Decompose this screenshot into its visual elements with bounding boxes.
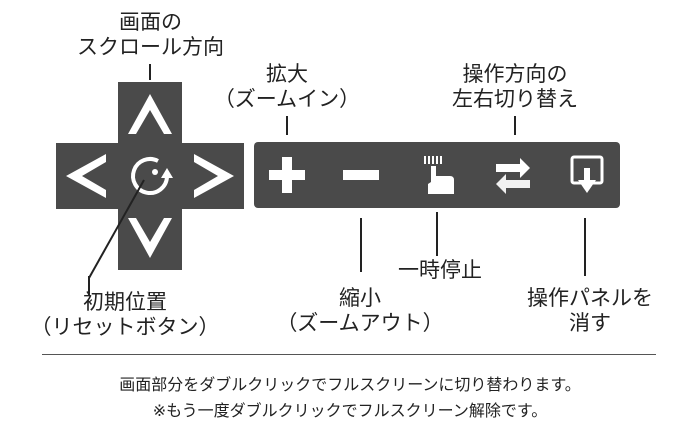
label-zoom-out: 縮小 （ズームアウト） <box>276 286 444 335</box>
note-fullscreen-off: ※もう一度ダブルクリックでフルスクリーン解除です。 <box>152 401 548 420</box>
leader-scroll <box>149 64 151 80</box>
arrow-up-icon <box>128 94 172 134</box>
label-pause: 一時停止 <box>398 258 482 282</box>
scroll-down-button[interactable] <box>124 212 176 264</box>
label-switch-direction: 操作方向の 左右切り替え <box>452 62 578 111</box>
hide-panel-icon <box>570 155 604 193</box>
label-hide-panel: 操作パネルを 消す <box>527 286 653 335</box>
pause-button[interactable] <box>414 152 460 198</box>
leader-reset <box>88 276 90 296</box>
reset-button[interactable] <box>124 150 176 202</box>
arrow-down-icon <box>128 218 172 258</box>
swap-arrows-icon <box>496 158 530 194</box>
zoom-in-button[interactable] <box>264 152 310 198</box>
scroll-right-button[interactable] <box>188 150 240 202</box>
plus-icon <box>269 157 305 193</box>
divider <box>42 354 656 355</box>
arrow-right-icon <box>194 154 234 198</box>
minus-icon <box>343 170 379 180</box>
scroll-up-button[interactable] <box>124 88 176 140</box>
note-fullscreen-on: 画面部分をダブルクリックでフルスクリーンに切り替わります。 <box>119 375 581 394</box>
leader-hide <box>584 218 586 276</box>
reset-icon <box>131 157 173 195</box>
dpad-horizontal-bar <box>56 143 244 209</box>
zoom-out-button[interactable] <box>338 152 384 198</box>
label-reset: 初期位置 （リセットボタン） <box>30 290 220 339</box>
leader-pause <box>436 212 438 256</box>
label-zoom-in: 拡大 （ズームイン） <box>213 62 361 111</box>
arrow-left-icon <box>66 154 106 198</box>
leader-reset-diagonal <box>88 179 145 279</box>
pause-hand-icon <box>424 156 454 194</box>
leader-zoom-out <box>360 218 362 272</box>
hide-panel-button[interactable] <box>564 152 610 198</box>
switch-direction-button[interactable] <box>490 152 536 198</box>
label-scroll-direction: 画面の スクロール方向 <box>77 10 224 59</box>
leader-zoom-in <box>286 116 288 135</box>
scroll-left-button[interactable] <box>60 150 112 202</box>
control-panel <box>254 142 620 208</box>
leader-switch <box>514 116 516 135</box>
